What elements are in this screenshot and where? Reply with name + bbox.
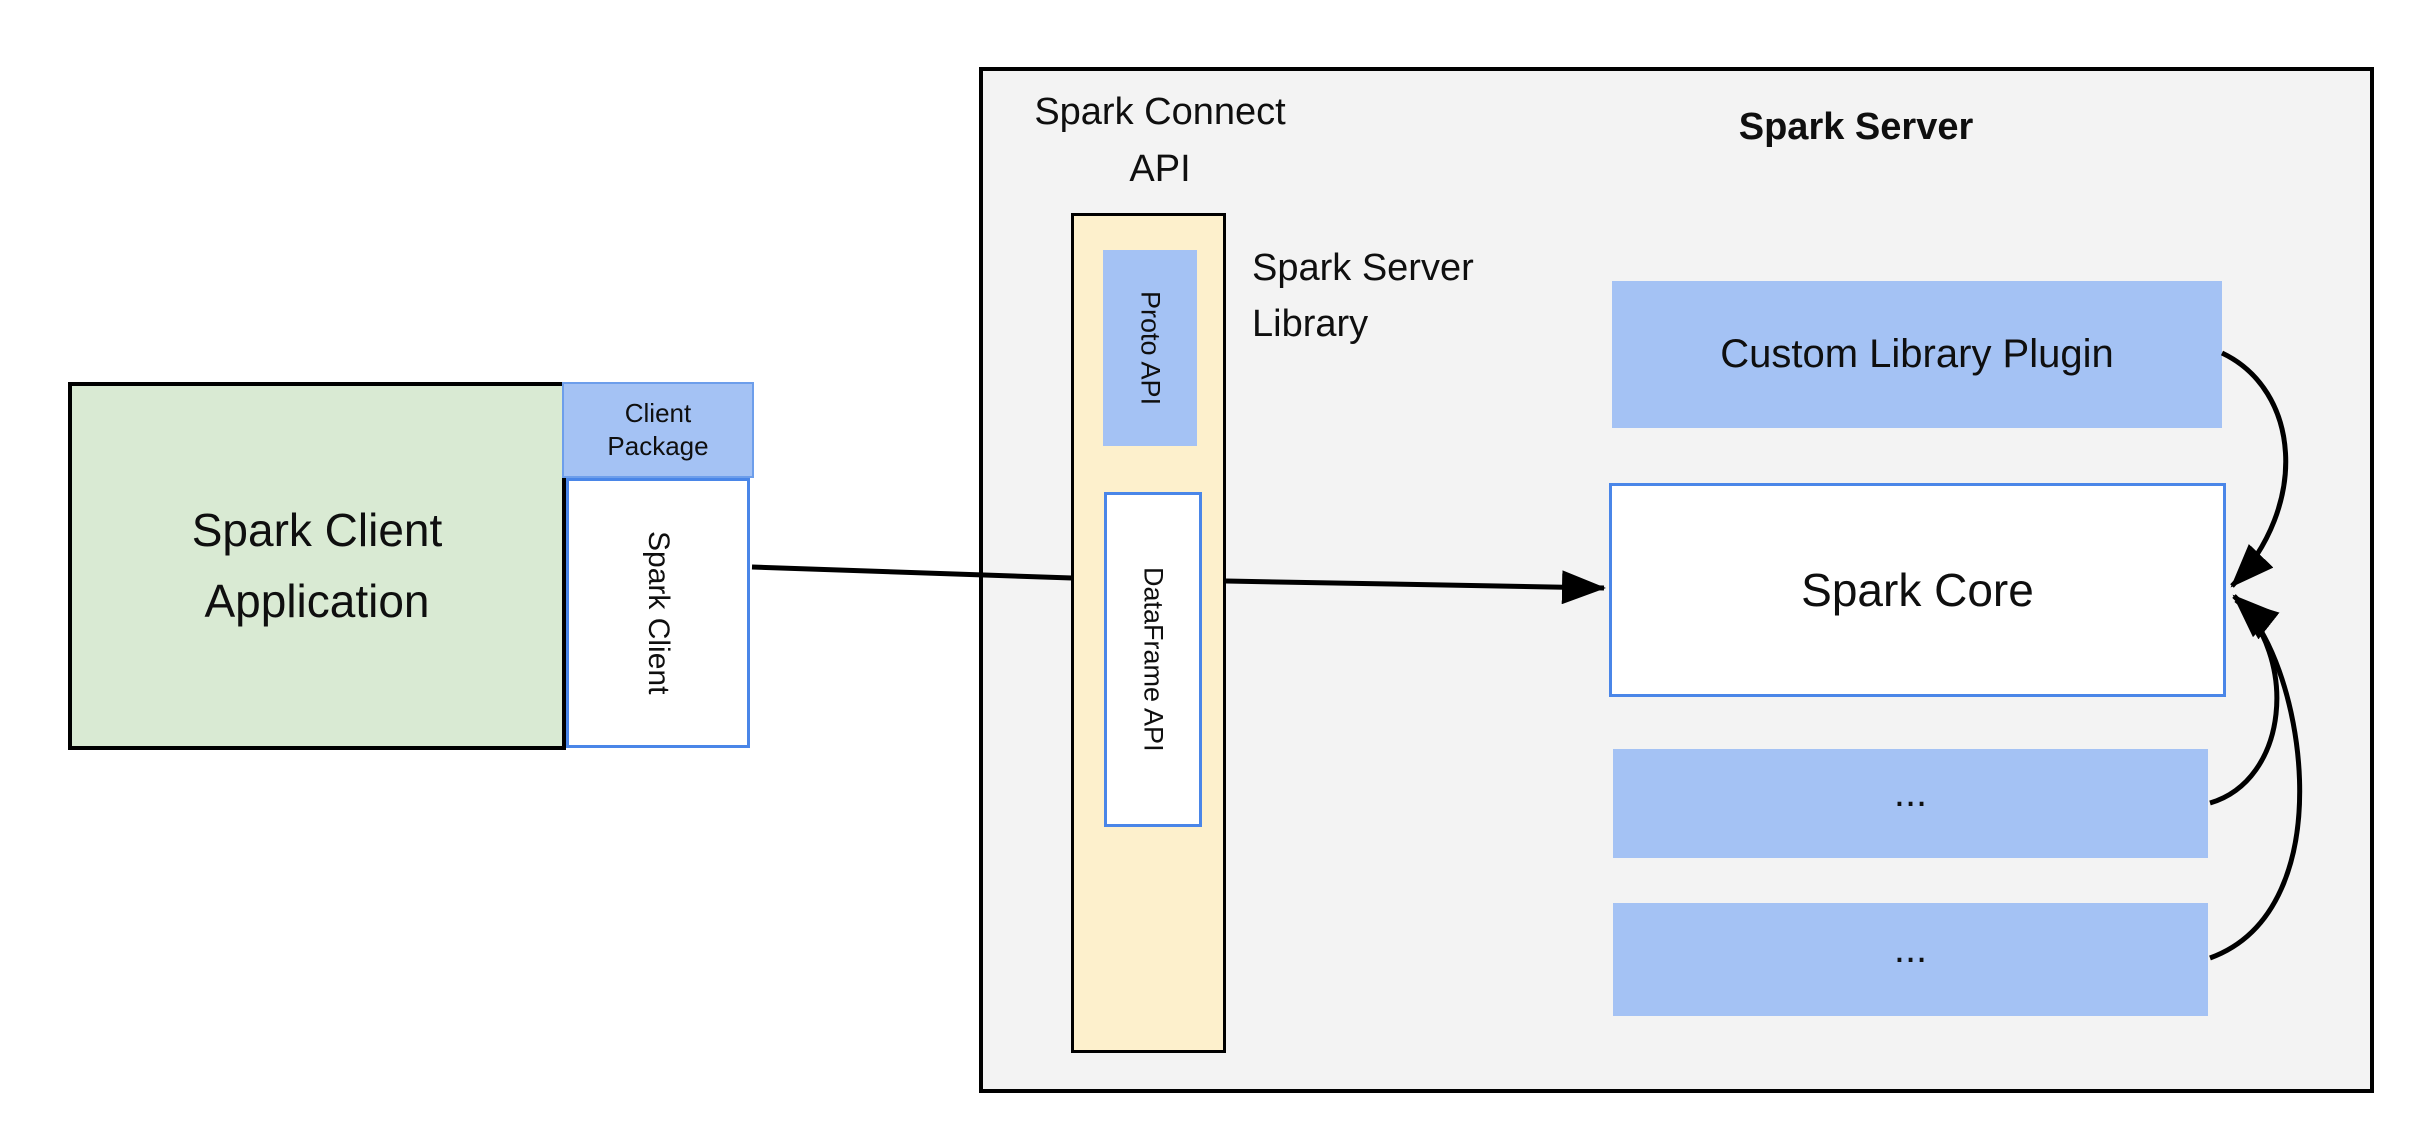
spark-client-application-label: Spark Client Application	[192, 495, 443, 637]
label-line: Package	[607, 431, 709, 461]
spark-server-title: Spark Server	[1738, 106, 1974, 148]
label-line: Client	[624, 398, 692, 428]
dataframe-api-box: DataFrame API	[1104, 492, 1202, 827]
proto-api-label: Proto API	[1135, 290, 1166, 406]
spark-core-label: Spark Core	[1801, 564, 2034, 616]
dataframe-api-label: DataFrame API	[1138, 567, 1169, 752]
plugin-placeholder-label: ...	[1893, 771, 1928, 815]
spark-connect-api-label: Spark Connect API	[1000, 84, 1320, 198]
spark-client-application-box: Spark Client Application	[68, 382, 566, 750]
spark-client-label: Spark Client	[642, 531, 675, 695]
client-package-box: Client Package	[562, 382, 754, 478]
label-line: Library	[1252, 303, 1369, 345]
spark-core-box: Spark Core	[1609, 483, 2226, 697]
plugin-placeholder-box-2: ...	[1613, 903, 2208, 1016]
spark-client-box: Spark Client	[566, 478, 750, 748]
plugin-placeholder-label: ...	[1893, 927, 1928, 971]
proto-api-box: Proto API	[1103, 250, 1197, 446]
plugin-placeholder-box-1: ...	[1613, 749, 2208, 858]
label-line: Spark Server	[1252, 247, 1474, 289]
label-line: Spark Connect	[1034, 91, 1286, 133]
custom-library-plugin-box: Custom Library Plugin	[1612, 281, 2222, 428]
custom-library-plugin-label: Custom Library Plugin	[1720, 332, 2114, 376]
client-package-label: Client Package	[607, 397, 708, 463]
label-line: Spark Client	[191, 504, 443, 556]
label-line: API	[1129, 148, 1191, 190]
spark-server-library-label: Spark Server Library	[1252, 240, 1474, 352]
label-line: Application	[204, 575, 430, 627]
